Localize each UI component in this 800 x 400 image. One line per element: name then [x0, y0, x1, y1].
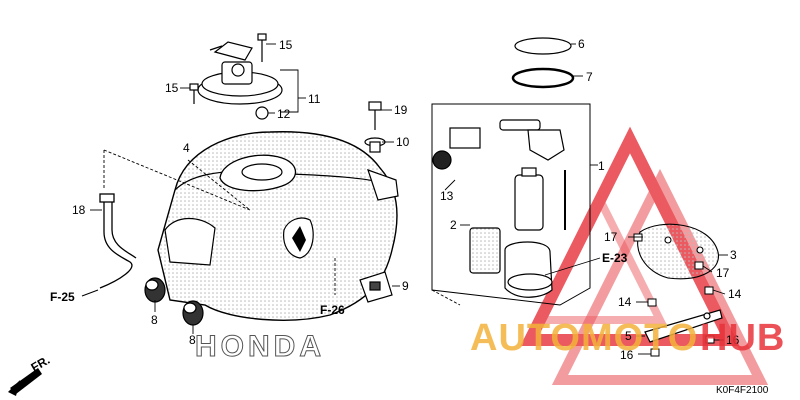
callout-12: 12 — [277, 107, 291, 121]
callout-5: 5 — [625, 329, 632, 343]
callout-4: 4 — [183, 141, 190, 155]
bolt-19 — [368, 101, 382, 130]
callout-19: 19 — [394, 103, 408, 117]
callout-14-left: 14 — [618, 295, 632, 309]
callout-16-left: 16 — [620, 348, 634, 362]
front-label: FR. — [29, 353, 53, 375]
small-bolts — [633, 233, 715, 357]
leader-lines — [90, 43, 728, 355]
callout-13: 13 — [440, 189, 454, 203]
bracket-5 — [644, 309, 723, 343]
ref-f25-arrow — [81, 289, 99, 297]
callout-6: 6 — [578, 37, 585, 51]
callout-15-left: 15 — [165, 81, 179, 95]
grommet-8 — [144, 277, 204, 326]
cover-plate-3 — [637, 223, 719, 280]
callout-7: 7 — [586, 70, 593, 84]
callout-1: 1 — [598, 159, 605, 173]
callout-17-upper: 17 — [604, 230, 618, 244]
bolt-15 — [189, 33, 267, 104]
callout-9: 9 — [402, 279, 409, 293]
callout-16-right: 16 — [726, 333, 740, 347]
watermark-text-auto: AUTOMOTO — [470, 317, 698, 359]
ref-f25: F-25 — [50, 290, 75, 304]
fuel-cap-assembly — [197, 41, 283, 120]
collar-10 — [364, 137, 386, 153]
callout-10: 10 — [396, 135, 410, 149]
callout-8-right: 8 — [189, 333, 196, 347]
fuel-tank — [157, 131, 399, 321]
fuel-pump-seal-7 — [511, 67, 575, 89]
callout-17-lower: 17 — [716, 266, 730, 280]
callout-3: 3 — [730, 248, 737, 262]
callout-14-right: 14 — [728, 287, 742, 301]
fuel-pump-module — [431, 103, 591, 306]
ref-f26: F-26 — [320, 303, 345, 317]
breather-hose — [99, 193, 137, 289]
front-direction-arrow — [8, 368, 42, 396]
diagram-code: K0F4F2100 — [716, 385, 769, 396]
watermark-text-hub: HUB — [700, 317, 785, 359]
clip-9 — [359, 271, 393, 303]
callout-8-left: 8 — [151, 313, 158, 327]
callout-15-top: 15 — [279, 38, 293, 52]
honda-emboss-text: HONDA — [195, 330, 325, 363]
callout-11: 11 — [308, 92, 321, 106]
fuel-pump-ring-6 — [514, 37, 572, 55]
ref-e23: E-23 — [602, 251, 628, 265]
callout-18: 18 — [72, 203, 86, 217]
callout-2: 2 — [450, 218, 457, 232]
